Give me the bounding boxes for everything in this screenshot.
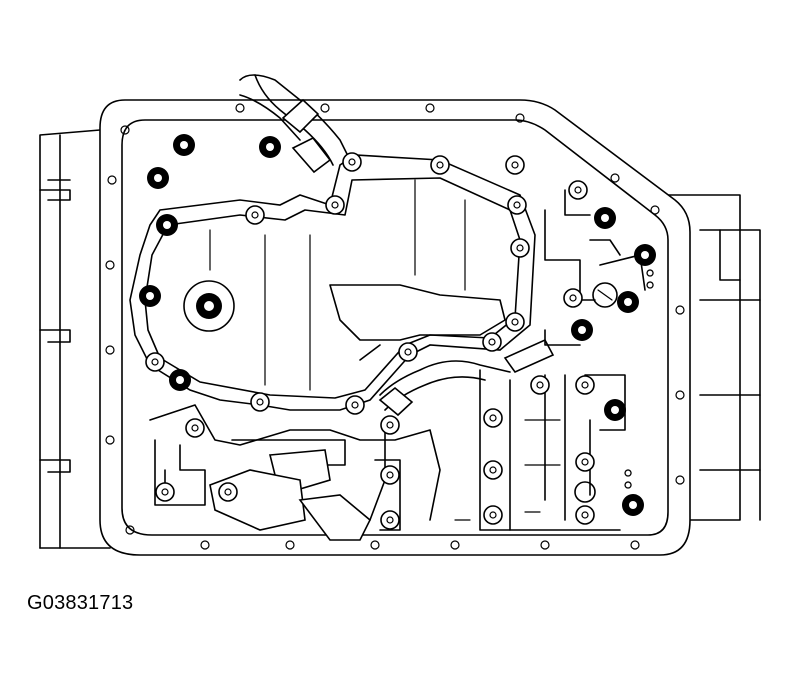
highlighted-bolt-center (183, 280, 235, 332)
bolt (483, 408, 503, 428)
bolt (507, 195, 527, 215)
bolt (345, 395, 365, 415)
highlighted-bolt (594, 207, 616, 229)
manual-valve-area (544, 189, 654, 489)
bolt (483, 460, 503, 480)
bolt (145, 352, 165, 372)
bolt (568, 180, 588, 200)
bolt (398, 342, 418, 362)
bolt (250, 392, 270, 412)
standard-bolts (145, 152, 595, 530)
highlighted-bolt (604, 399, 626, 421)
bolt (380, 415, 400, 435)
highlighted-bolt (634, 244, 656, 266)
figure-code-label: G03831713 (27, 592, 134, 614)
bolt (530, 375, 550, 395)
bolt (218, 482, 238, 502)
bolt (510, 238, 530, 258)
highlighted-bolt (139, 285, 161, 307)
bolt (575, 505, 595, 525)
bolt (505, 155, 525, 175)
bolt (430, 155, 450, 175)
bolt (380, 465, 400, 485)
bolt (380, 510, 400, 530)
highlighted-bolts (139, 134, 656, 516)
highlighted-bolt (173, 134, 195, 156)
bolt (563, 288, 583, 308)
highlighted-bolt (156, 214, 178, 236)
bolt (575, 452, 595, 472)
wire-harness (239, 74, 351, 174)
highlighted-bolt (617, 291, 639, 313)
bolt (325, 195, 345, 215)
bolt (155, 482, 175, 502)
transmission-case-right (659, 194, 761, 521)
highlighted-bolt (147, 167, 169, 189)
bolt (342, 152, 362, 172)
bolt (575, 375, 595, 395)
transmission-case-left (39, 129, 111, 549)
highlighted-bolt (259, 136, 281, 158)
bolt (483, 505, 503, 525)
bolt (245, 205, 265, 225)
flange-bolt-holes (105, 103, 685, 550)
bolt (185, 418, 205, 438)
highlighted-bolt (169, 369, 191, 391)
highlighted-bolt (571, 319, 593, 341)
bolt (505, 312, 525, 332)
highlighted-bolt (622, 494, 644, 516)
bolt (482, 332, 502, 352)
upper-cover-plate (129, 154, 536, 411)
